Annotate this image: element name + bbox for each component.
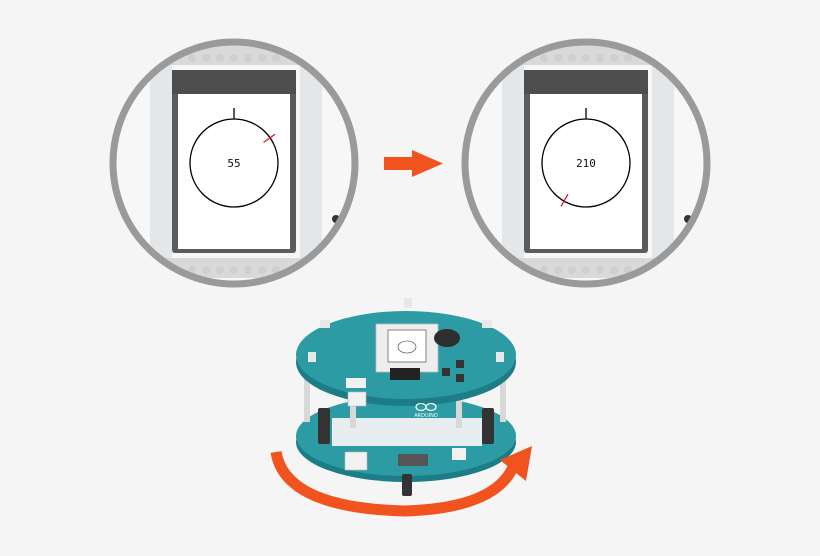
heading-needle — [263, 133, 276, 143]
speaker — [434, 329, 460, 347]
compass-dial: 210 — [541, 108, 631, 208]
robot-tft-screen — [387, 329, 427, 363]
tft-screen — [530, 94, 642, 249]
zoom-panel-after: 210 — [461, 38, 711, 288]
board-logo-text: ARDUINO — [414, 413, 438, 419]
zoom-frame — [461, 38, 711, 288]
zoom-panel-before: 55 — [109, 38, 359, 288]
heading-readout: 55 — [227, 157, 240, 170]
compass-dial: 55 — [189, 108, 279, 208]
tft-screen — [178, 94, 290, 249]
arrow-right-icon — [384, 150, 443, 177]
rotate-arrow-icon — [270, 446, 532, 517]
zoom-frame — [109, 38, 359, 288]
arduino-robot: ARDUINO — [296, 298, 516, 496]
motor-board — [296, 396, 516, 496]
arduino-infinity-icon — [415, 402, 437, 412]
heading-needle — [560, 193, 569, 207]
heading-readout: 210 — [576, 157, 596, 170]
control-board: ARDUINO — [296, 298, 516, 419]
